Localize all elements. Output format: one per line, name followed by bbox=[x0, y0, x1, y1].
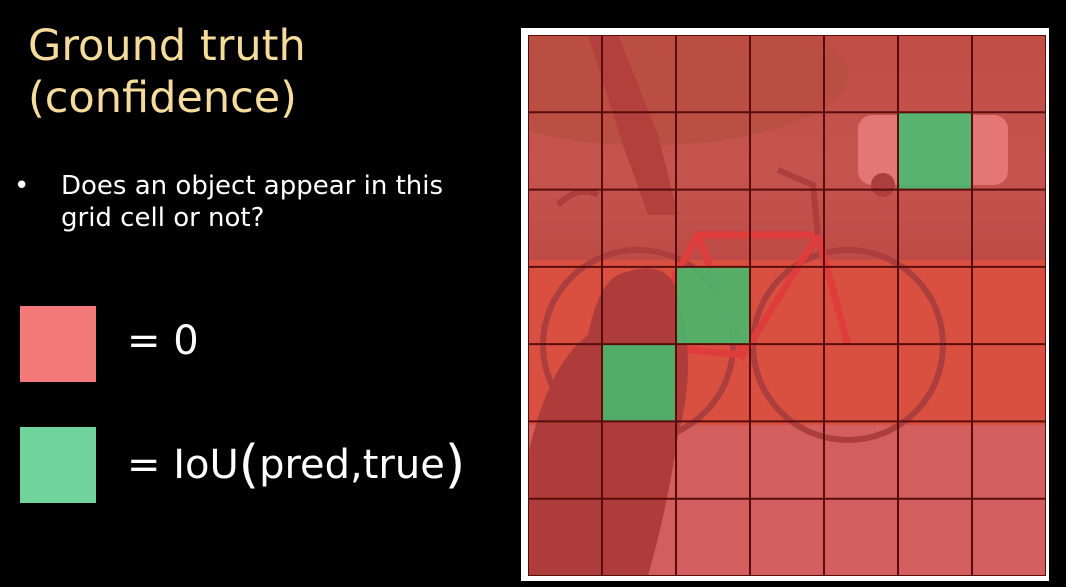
positive-cells bbox=[602, 112, 972, 422]
legend-red-swatch bbox=[20, 306, 96, 382]
bullet-text: Does an object appear in this grid cell … bbox=[61, 171, 444, 233]
positive-cell bbox=[676, 266, 750, 345]
positive-cell bbox=[898, 112, 972, 190]
bullet-icon: • bbox=[14, 171, 30, 201]
image-frame bbox=[521, 28, 1049, 581]
title-line-2: (confidence) bbox=[28, 73, 297, 123]
photo-svg bbox=[528, 35, 1046, 576]
legend-green-swatch bbox=[20, 427, 96, 503]
legend-green-open-paren: ( bbox=[238, 435, 260, 495]
slide-title: Ground truth (confidence) bbox=[28, 20, 306, 124]
legend-green-close-paren: ) bbox=[444, 435, 466, 495]
legend-green-label: = IoU(pred,true) bbox=[127, 439, 465, 491]
legend-green-inner: pred,true bbox=[259, 442, 445, 488]
positive-cell bbox=[602, 344, 676, 422]
legend-green-prefix: = IoU bbox=[127, 442, 239, 488]
legend-red-label: = 0 bbox=[127, 318, 199, 364]
title-line-1: Ground truth bbox=[28, 21, 306, 71]
grid-lines bbox=[528, 35, 1046, 576]
grid-overlay-photo bbox=[528, 35, 1046, 576]
